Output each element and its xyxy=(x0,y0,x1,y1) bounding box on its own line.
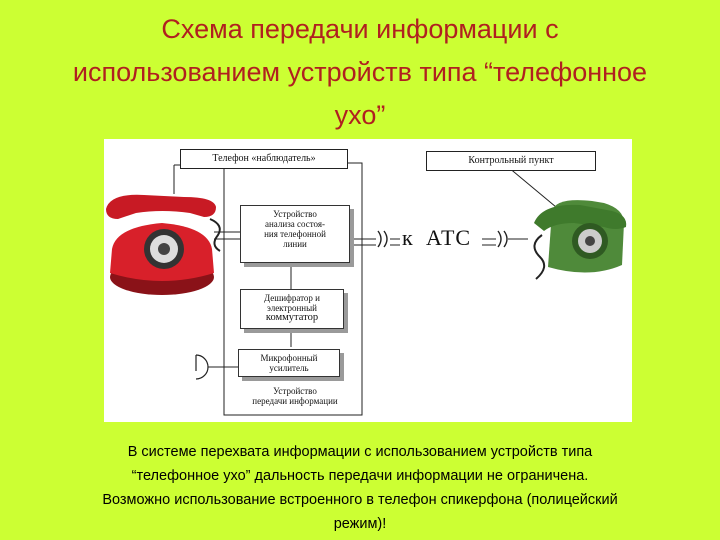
line-analyzer-block: Устройство анализа состоя- ния телефонно… xyxy=(240,205,350,263)
phone-observer-label: Телефон «наблюдатель» xyxy=(180,149,348,169)
title-line-1: Схема передачи информации с xyxy=(161,14,559,44)
slide-title: Схема передачи информации с использовани… xyxy=(10,8,710,137)
caption-line-2: “телефонное ухо” дальность передачи инфо… xyxy=(131,468,589,484)
title-line-3: ухо” xyxy=(334,100,386,130)
k-label: к xyxy=(402,225,414,250)
caption-line-3: Возможно использование встроенного в тел… xyxy=(102,492,618,508)
block2-line3: коммутатор xyxy=(265,312,319,323)
block4-line2: передачи информации xyxy=(252,396,338,406)
block2-line2: электронный xyxy=(267,303,317,313)
line-break-left xyxy=(377,230,388,248)
eavesdropping-diagram: Телефон «наблюдатель» Контрольный пункт … xyxy=(104,139,632,422)
slide-caption: В системе перехвата информации с использ… xyxy=(10,440,710,536)
mic-amplifier-block: Микрофонный усилитель xyxy=(238,349,340,377)
green-telephone-icon xyxy=(533,200,627,280)
microphone-icon xyxy=(195,354,209,380)
atc-label: АТС xyxy=(426,225,472,250)
line-break-right xyxy=(497,230,508,248)
title-line-2: использованием устройств типа “телефонно… xyxy=(72,57,648,87)
block1-line3: ния телефонной xyxy=(264,229,326,239)
decoder-switch-block: Дешифратор и электронный коммутатор xyxy=(240,289,344,329)
caption-line-4: режим)! xyxy=(333,516,387,532)
block1-line1: Устройство xyxy=(273,209,317,219)
transmitter-block: Устройство передачи информации xyxy=(228,386,362,406)
block1-line4: линии xyxy=(283,239,307,249)
block3-line2: усилитель xyxy=(269,363,309,373)
caption-line-1: В системе перехвата информации с использ… xyxy=(127,444,593,460)
block2-line1: Дешифратор и xyxy=(264,293,320,303)
block3-line1: Микрофонный xyxy=(260,353,318,363)
red-telephone-icon xyxy=(106,194,221,295)
control-label-connector xyxy=(507,166,557,208)
diagram-lines xyxy=(106,162,627,416)
block4-line1: Устройство xyxy=(273,386,317,396)
control-point-label: Контрольный пункт xyxy=(426,151,596,171)
block1-line2: анализа состоя- xyxy=(265,219,325,229)
